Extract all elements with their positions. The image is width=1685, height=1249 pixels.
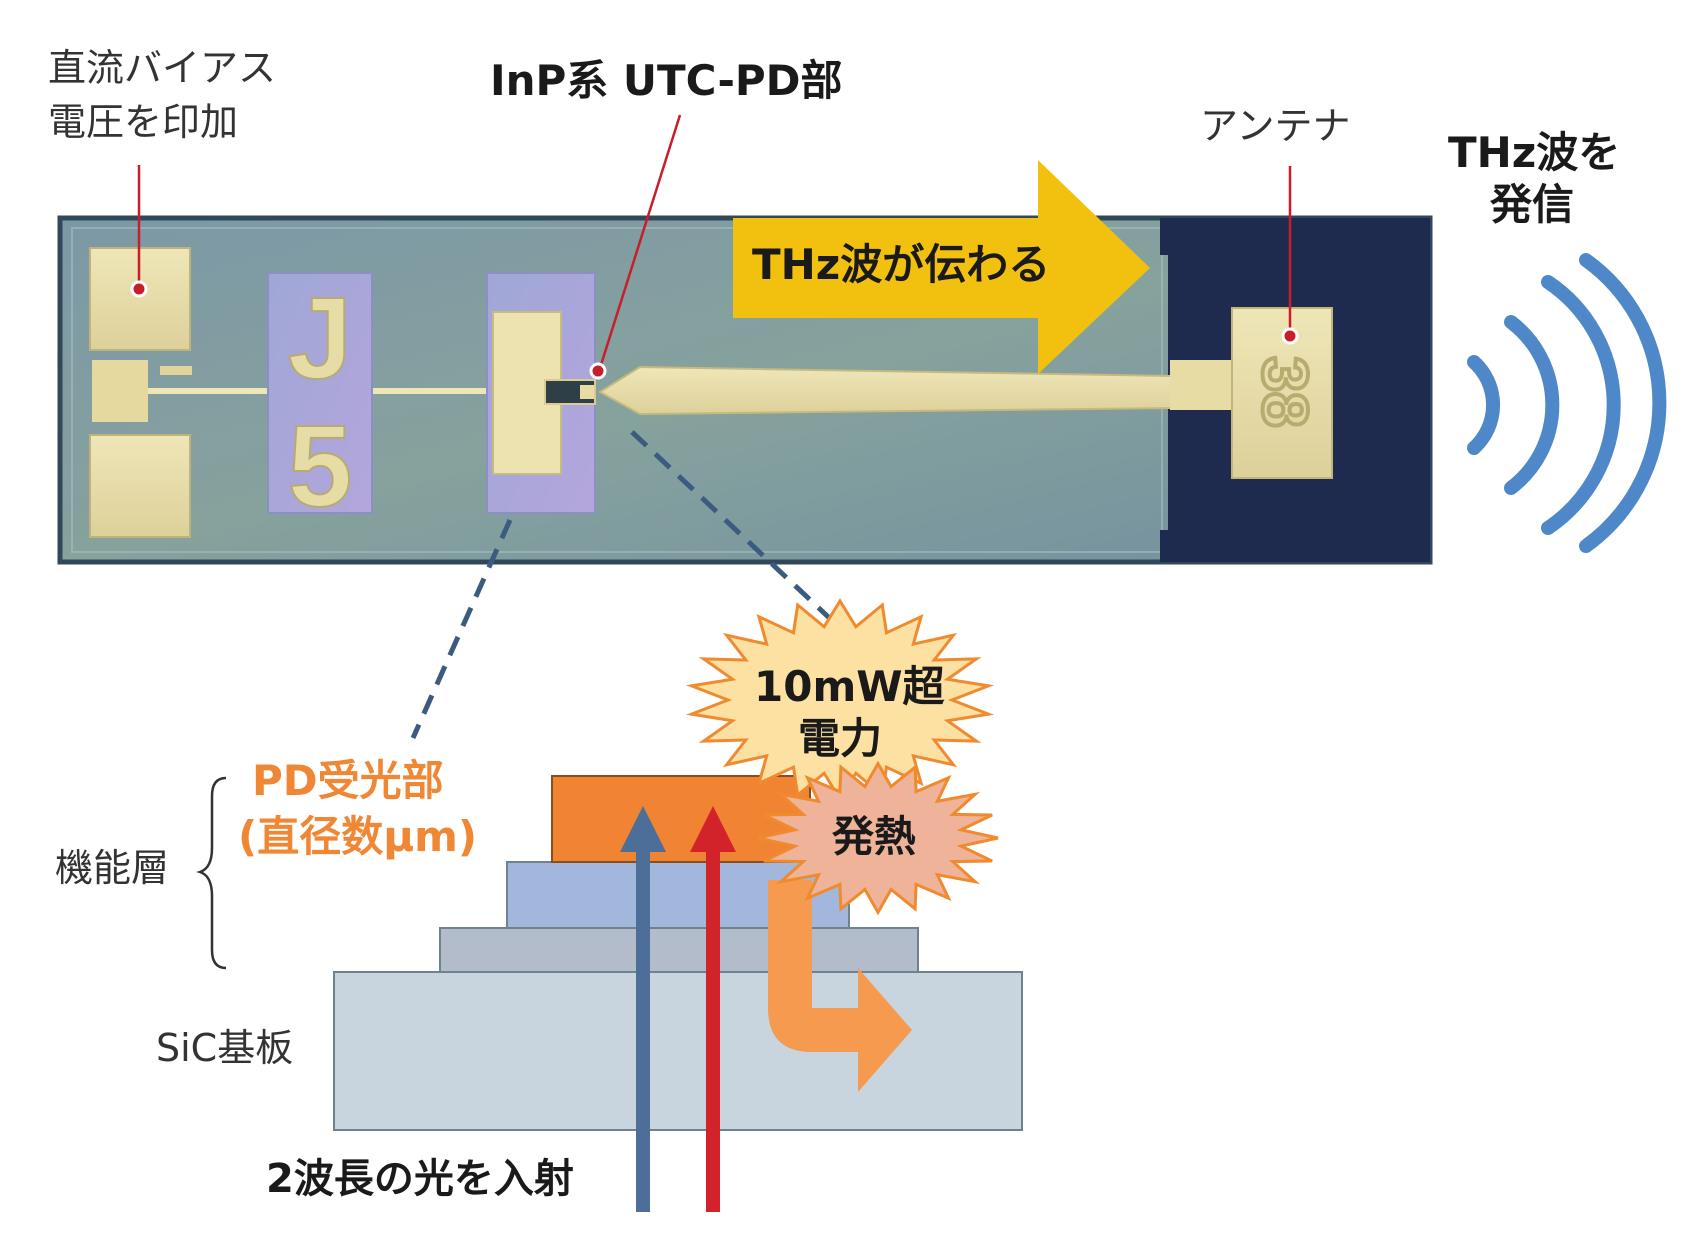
heat-burst (757, 760, 999, 916)
marker-digit-5: 5 (288, 401, 353, 531)
pd-absorber-layer (551, 775, 811, 863)
dc-bias-label-line1: 直流バイアス (48, 46, 277, 90)
pd-area-label-line2: (直径数μm) (238, 812, 478, 861)
light-arrow-red-head (690, 806, 736, 852)
power-label-line1: 10mW超 (754, 662, 945, 711)
power-label-line2: 電力 (798, 714, 883, 763)
utc-pd-label: InP系 UTC-PD部 (490, 56, 843, 105)
antenna-label: アンテナ (1200, 104, 1351, 148)
dc-bias-label-line2: 電圧を印加 (48, 100, 239, 144)
layer-gray (439, 927, 919, 973)
light-arrow-red-shaft (706, 840, 720, 1212)
light-arrow-blue-shaft (636, 840, 650, 1212)
incident-light-label: 2波長の光を入射 (266, 1156, 574, 1202)
pd-core (580, 385, 594, 399)
antenna-digits: 38 (1249, 356, 1321, 427)
light-arrow-blue-head (620, 806, 666, 852)
thz-wave-icon (1467, 253, 1667, 553)
thz-propagate-label: THz波が伝わる (752, 240, 1051, 289)
bias-pad-middle (92, 360, 148, 422)
thz-emit-label-line2: 発信 (1490, 180, 1575, 229)
sic-substrate-label: SiC基板 (156, 1026, 294, 1070)
incident-light-arrows (620, 806, 736, 1212)
heat-label: 発熱 (832, 812, 917, 861)
transmission-line (598, 365, 1173, 416)
bias-pad-bottom (89, 434, 191, 538)
thz-emit-label-line1: THz波を (1448, 128, 1621, 177)
functional-layer-label: 機能層 (55, 846, 170, 890)
sic-substrate-block (333, 971, 1023, 1131)
thz-propagation-arrow (733, 160, 1150, 374)
antenna-stub (1170, 360, 1238, 410)
pd-area-label-line1: PD受光部 (252, 756, 444, 805)
functional-layer-brace (196, 776, 227, 970)
leader-lines (130, 114, 1299, 380)
marker-letter-j: J (288, 273, 353, 403)
zoom-dashed-lines (410, 430, 842, 740)
bias-pad-tab (160, 366, 192, 375)
marker-pad (267, 272, 373, 514)
heat-flow-arrow (768, 880, 912, 1092)
layer-stack (333, 775, 1023, 1131)
